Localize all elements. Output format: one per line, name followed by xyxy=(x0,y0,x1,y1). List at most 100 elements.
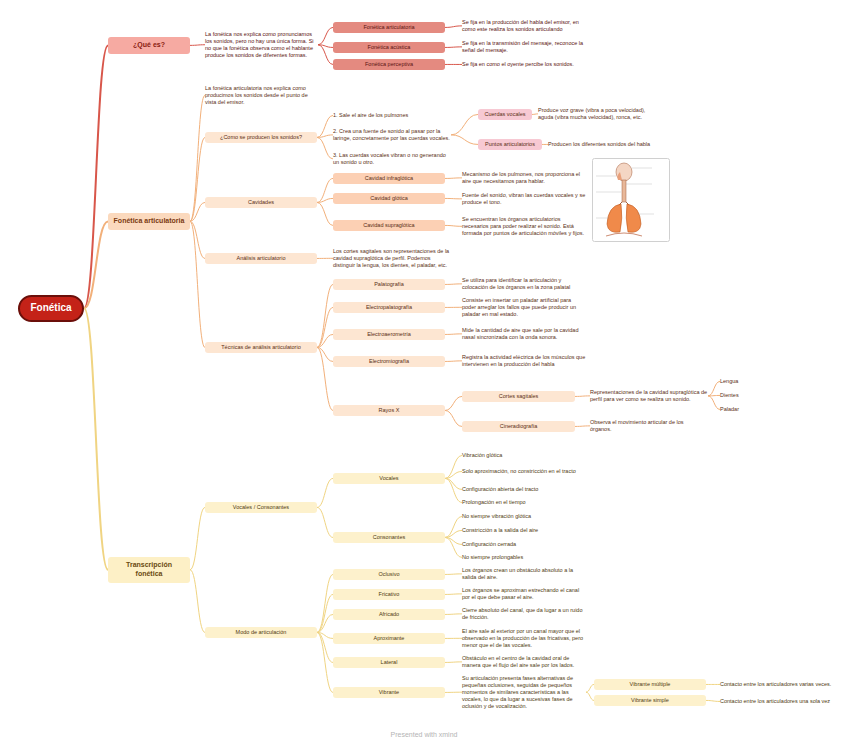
topic-label: Dientes xyxy=(720,392,760,399)
branch-line xyxy=(445,613,462,615)
topic-label: Los órganos se aproximan estrechando el … xyxy=(462,587,586,601)
topic-label: Consiste en insertar un paladar artifici… xyxy=(462,297,586,318)
topic-label: Fonética articulatoria xyxy=(112,217,186,226)
topic-label: Constricción a la salida del aire xyxy=(462,527,586,534)
topic-label: Vibrante simple xyxy=(598,697,702,704)
topic-label: Contacto entre los articuladores varias … xyxy=(720,681,840,688)
topic-label: Cavidad infraglótica xyxy=(337,175,441,182)
topic-box: Palatografía xyxy=(333,279,445,290)
branch-line xyxy=(575,395,590,397)
branch-line xyxy=(445,307,462,308)
branch-line xyxy=(445,46,462,48)
branch-line xyxy=(708,381,720,395)
topic-text: Constricción a la salida del aire xyxy=(462,527,586,534)
topic-box: Cavidad supraglótica xyxy=(333,220,445,231)
topic-text: Observa el movimiento articular de los ó… xyxy=(590,419,702,433)
topic-text: No siempre prolongables xyxy=(462,554,586,561)
topic-box: Electromiografía xyxy=(333,356,445,367)
topic-box: Vibrante múltiple xyxy=(594,679,706,690)
branch-line xyxy=(445,692,462,693)
main-topic: Fonética articulatoria xyxy=(108,213,190,230)
topic-text: Se fija en la producción del habla del e… xyxy=(462,19,590,33)
branch-line xyxy=(445,530,462,537)
topic-label: Mide la cantidad de aire que sale por la… xyxy=(462,327,586,341)
topic-text: Los órganos se aproximan estrechando el … xyxy=(462,587,586,601)
topic-label: Se fija en la producción del habla del e… xyxy=(462,19,590,33)
topic-label: Cortes sagitales xyxy=(466,393,571,400)
topic-label: Representaciones de la cavidad supraglót… xyxy=(590,389,708,403)
branch-line xyxy=(190,202,205,221)
topic-text: El aire sale al exterior por un canal ma… xyxy=(462,628,586,649)
topic-label: Electropalatografía xyxy=(337,304,441,311)
topic-text: Solo aproximación, no constricción en el… xyxy=(462,468,586,475)
topic-box: Fonética perceptiva xyxy=(333,59,445,70)
topic-label: Lengua xyxy=(720,378,760,385)
topic-label: Oclusivo xyxy=(337,571,441,578)
branch-line xyxy=(445,333,462,335)
topic-label: Contacto entre los articuladores una sol… xyxy=(720,698,840,705)
branch-line xyxy=(190,221,205,347)
topic-label: Cineradiografía xyxy=(466,423,571,430)
topic-label: Técnicas de análisis articulatorio xyxy=(209,344,313,351)
topic-label: 1. Sale el aire de los pulmones xyxy=(333,112,451,119)
topic-text: Se fija en como el oyente percibe los so… xyxy=(462,61,590,68)
topic-box: Fonética articulatoria xyxy=(333,22,445,33)
topic-box: Vocales / Consonantes xyxy=(205,502,317,513)
topic-box: ¿Como se producen los sonidos? xyxy=(205,132,317,143)
branch-line xyxy=(317,135,333,138)
branch-line xyxy=(317,137,333,158)
topic-box: Cineradiografía xyxy=(462,421,575,432)
topic-label: Cavidad supraglótica xyxy=(337,222,441,229)
topic-label: Solo aproximación, no constricción en el… xyxy=(462,468,586,475)
topic-label: Los cortes sagitales son representacione… xyxy=(333,248,451,269)
branch-line xyxy=(317,574,333,632)
topic-label: Lateral xyxy=(337,659,441,666)
branch-line xyxy=(445,455,462,478)
topic-text: Fuente del sonido, vibran las cuerdas vo… xyxy=(462,192,586,206)
topic-label: Electroaerometría xyxy=(337,331,441,338)
branch-line xyxy=(445,478,462,489)
topic-label: Configuración cerrada xyxy=(462,541,586,548)
topic-label: Consonantes xyxy=(337,534,441,541)
branch-line xyxy=(317,614,333,632)
topic-text: Consiste en insertar un paladar artifici… xyxy=(462,297,586,318)
topic-box: Cavidades xyxy=(205,197,317,208)
topic-label: Puntos articulatorios xyxy=(482,141,538,148)
topic-text: Los cortes sagitales son representacione… xyxy=(333,248,451,269)
topic-text: Se fija en la transmisión del mensaje, r… xyxy=(462,40,590,54)
branch-line xyxy=(706,684,720,685)
topic-text: La fonética nos explica como pronunciamo… xyxy=(205,31,318,59)
branch-line xyxy=(190,44,205,46)
topic-box: Africado xyxy=(333,609,445,620)
topic-label: Vibrante xyxy=(337,689,441,696)
topic-label: Se fija en la transmisión del mensaje, r… xyxy=(462,40,590,54)
topic-label: 3. Las cuerdas vocales vibran o no gener… xyxy=(333,152,451,166)
topic-label: Paladar xyxy=(720,406,760,413)
topic-text: 3. Las cuerdas vocales vibran o no gener… xyxy=(333,152,451,166)
topic-label: Los órganos crean un obstáculo absoluto … xyxy=(462,567,586,581)
topic-box: Rayos X xyxy=(333,405,445,416)
branch-line xyxy=(317,307,333,347)
topic-label: Vocales / Consonantes xyxy=(209,504,313,511)
topic-label: Modo de articulación xyxy=(209,629,313,636)
topic-text: No siempre vibración glótica xyxy=(462,513,586,520)
branch-line xyxy=(445,360,462,362)
branch-line xyxy=(317,334,333,347)
branch-line xyxy=(445,198,462,199)
topic-box: Cuerdas vocales xyxy=(478,109,532,120)
branch-line xyxy=(445,283,462,285)
topic-text: Su articulación presenta fases alternati… xyxy=(462,675,586,709)
branch-line xyxy=(190,137,205,221)
topic-text: Obstáculo en el centro de la cavidad ora… xyxy=(462,655,586,669)
topic-box: Lateral xyxy=(333,657,445,668)
topic-label: ¿Como se producen los sonidos? xyxy=(209,134,313,141)
branch-line xyxy=(445,177,462,179)
topic-box: Análisis articulatorio xyxy=(205,253,317,264)
topic-box: Vibrante xyxy=(333,687,445,698)
topic-label: Fuente del sonido, vibran las cuerdas vo… xyxy=(462,192,586,206)
topic-text: Contacto entre los articuladores varias … xyxy=(720,681,840,688)
branch-line xyxy=(317,632,333,662)
topic-text: 2. Crea una fuente de sonido al pasar po… xyxy=(333,128,451,142)
topic-box: Aproximante xyxy=(333,633,445,644)
